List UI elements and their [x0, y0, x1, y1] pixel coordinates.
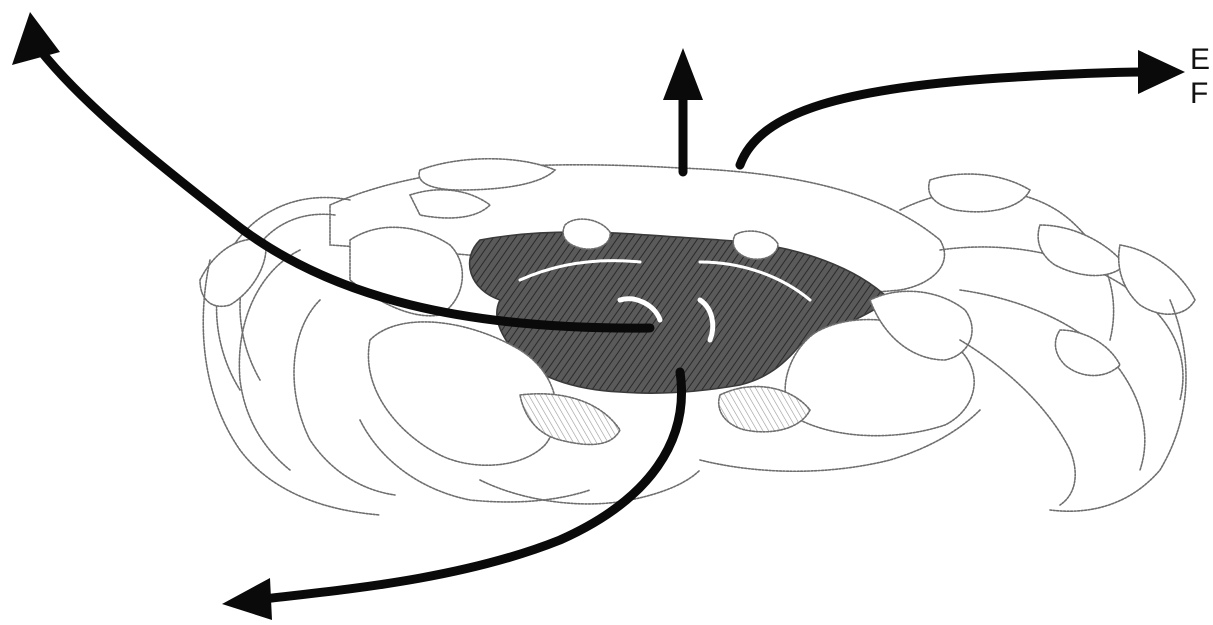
- crab-eye-left: [563, 219, 610, 249]
- crab-leg-bottom-left: [480, 470, 700, 504]
- crab-leg-right-4: [960, 340, 1075, 505]
- crab-leg-left-seg3: [200, 239, 266, 306]
- arrowhead-up: [663, 48, 703, 100]
- crab-illustration: [200, 159, 1195, 515]
- crab-leg-right-seg2: [1038, 225, 1125, 276]
- crab-leg-left-seg2: [410, 190, 490, 218]
- arrows: [40, 50, 1150, 600]
- arrowhead-right: [1138, 50, 1185, 94]
- crab-leg-right-seg: [929, 174, 1030, 212]
- arrowhead-upper-left: [12, 12, 60, 65]
- crab-leg-right-3: [960, 290, 1145, 470]
- crab-leg-left-seg: [419, 159, 555, 190]
- arrow-right: [740, 72, 1150, 165]
- crab-leg-right-seg3: [1119, 245, 1195, 314]
- label-f: F: [1190, 78, 1208, 110]
- arrowhead-lower-left: [222, 578, 272, 620]
- label-e: E: [1190, 44, 1210, 76]
